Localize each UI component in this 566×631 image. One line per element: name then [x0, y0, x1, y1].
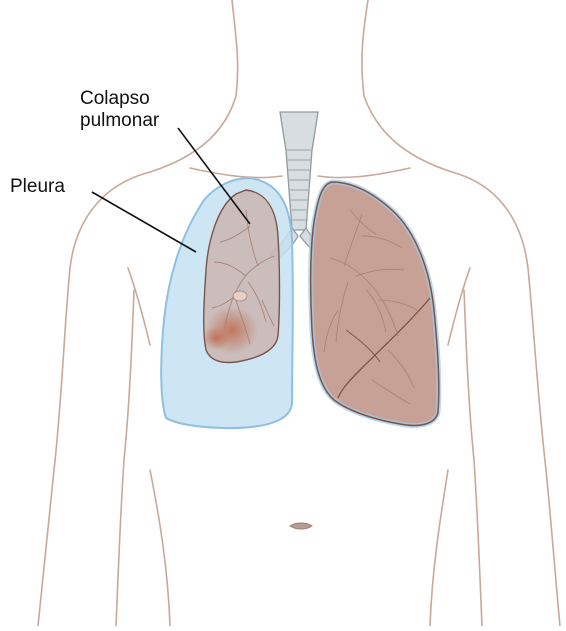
left-torso-side [116, 290, 134, 626]
left-shoulder-arm [38, 172, 150, 626]
abdomen-right [430, 470, 448, 626]
abdomen-left [150, 470, 170, 626]
healthy-lung [311, 182, 439, 426]
right-clavicle [318, 168, 410, 178]
right-shoulder-arm [452, 172, 560, 626]
leader-pleura [92, 192, 196, 252]
neck-left [150, 0, 238, 172]
right-torso-side [464, 290, 482, 626]
left-clavicle [190, 168, 282, 178]
right-pec [448, 268, 470, 345]
label-collapsed-lung-line1: Colapso [80, 88, 159, 110]
neck-right [362, 0, 452, 172]
navel [290, 523, 312, 529]
label-pleura: Pleura [10, 176, 65, 198]
left-pec [128, 268, 150, 345]
label-collapsed-lung-line2: pulmonar [80, 110, 159, 132]
label-collapsed-lung: Colapso pulmonar [80, 88, 159, 132]
